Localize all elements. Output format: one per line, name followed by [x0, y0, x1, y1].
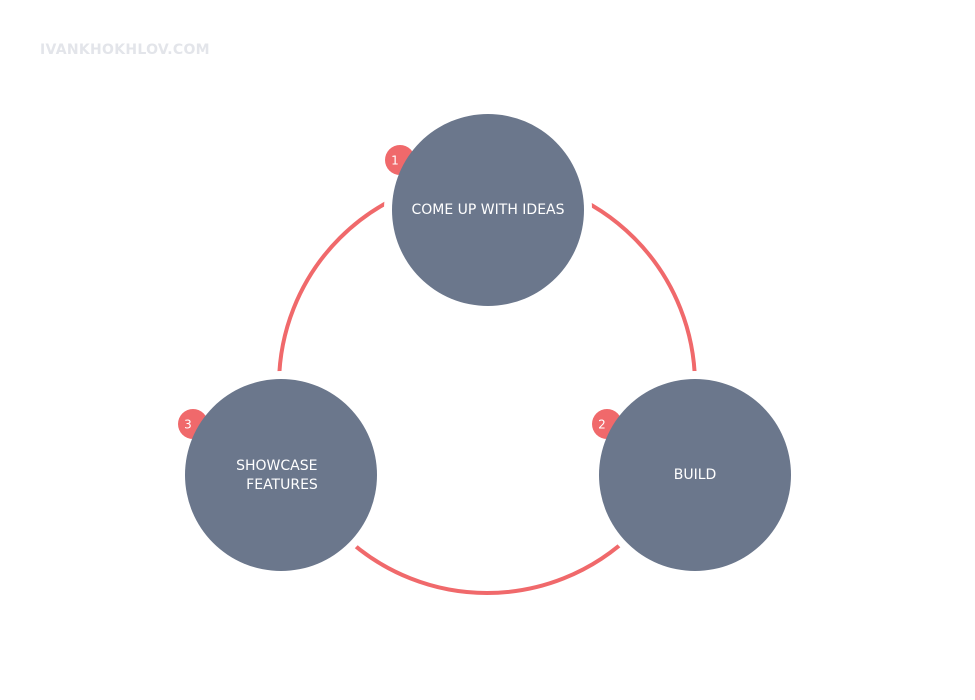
step-3-circle	[185, 379, 377, 571]
step-1-label-line: COME UP WITH IDEAS	[411, 202, 564, 218]
step-2-label-line: BUILD	[674, 467, 717, 483]
step-2-label: BUILD	[674, 467, 717, 483]
step-2-badge-number: 2	[598, 418, 606, 432]
step-2-node: 2 BUILD	[591, 371, 799, 579]
step-1-label: COME UP WITH IDEAS	[411, 202, 564, 218]
step-3-label-line-2: FEATURES	[246, 477, 318, 493]
step-1-node: 1 COME UP WITH IDEAS	[384, 106, 592, 314]
step-3-node: 3 SHOWCASE FEATURES	[177, 371, 385, 579]
step-1-circle	[392, 114, 584, 306]
watermark-text: IVANKHOKHLOV.COM	[40, 42, 210, 58]
step-1-badge-number: 1	[391, 154, 399, 168]
step-2-circle	[599, 379, 791, 571]
step-3-badge-number: 3	[184, 418, 192, 432]
step-3-label-line-1: SHOWCASE	[236, 458, 317, 474]
step-3-label: SHOWCASE FEATURES	[236, 458, 322, 493]
